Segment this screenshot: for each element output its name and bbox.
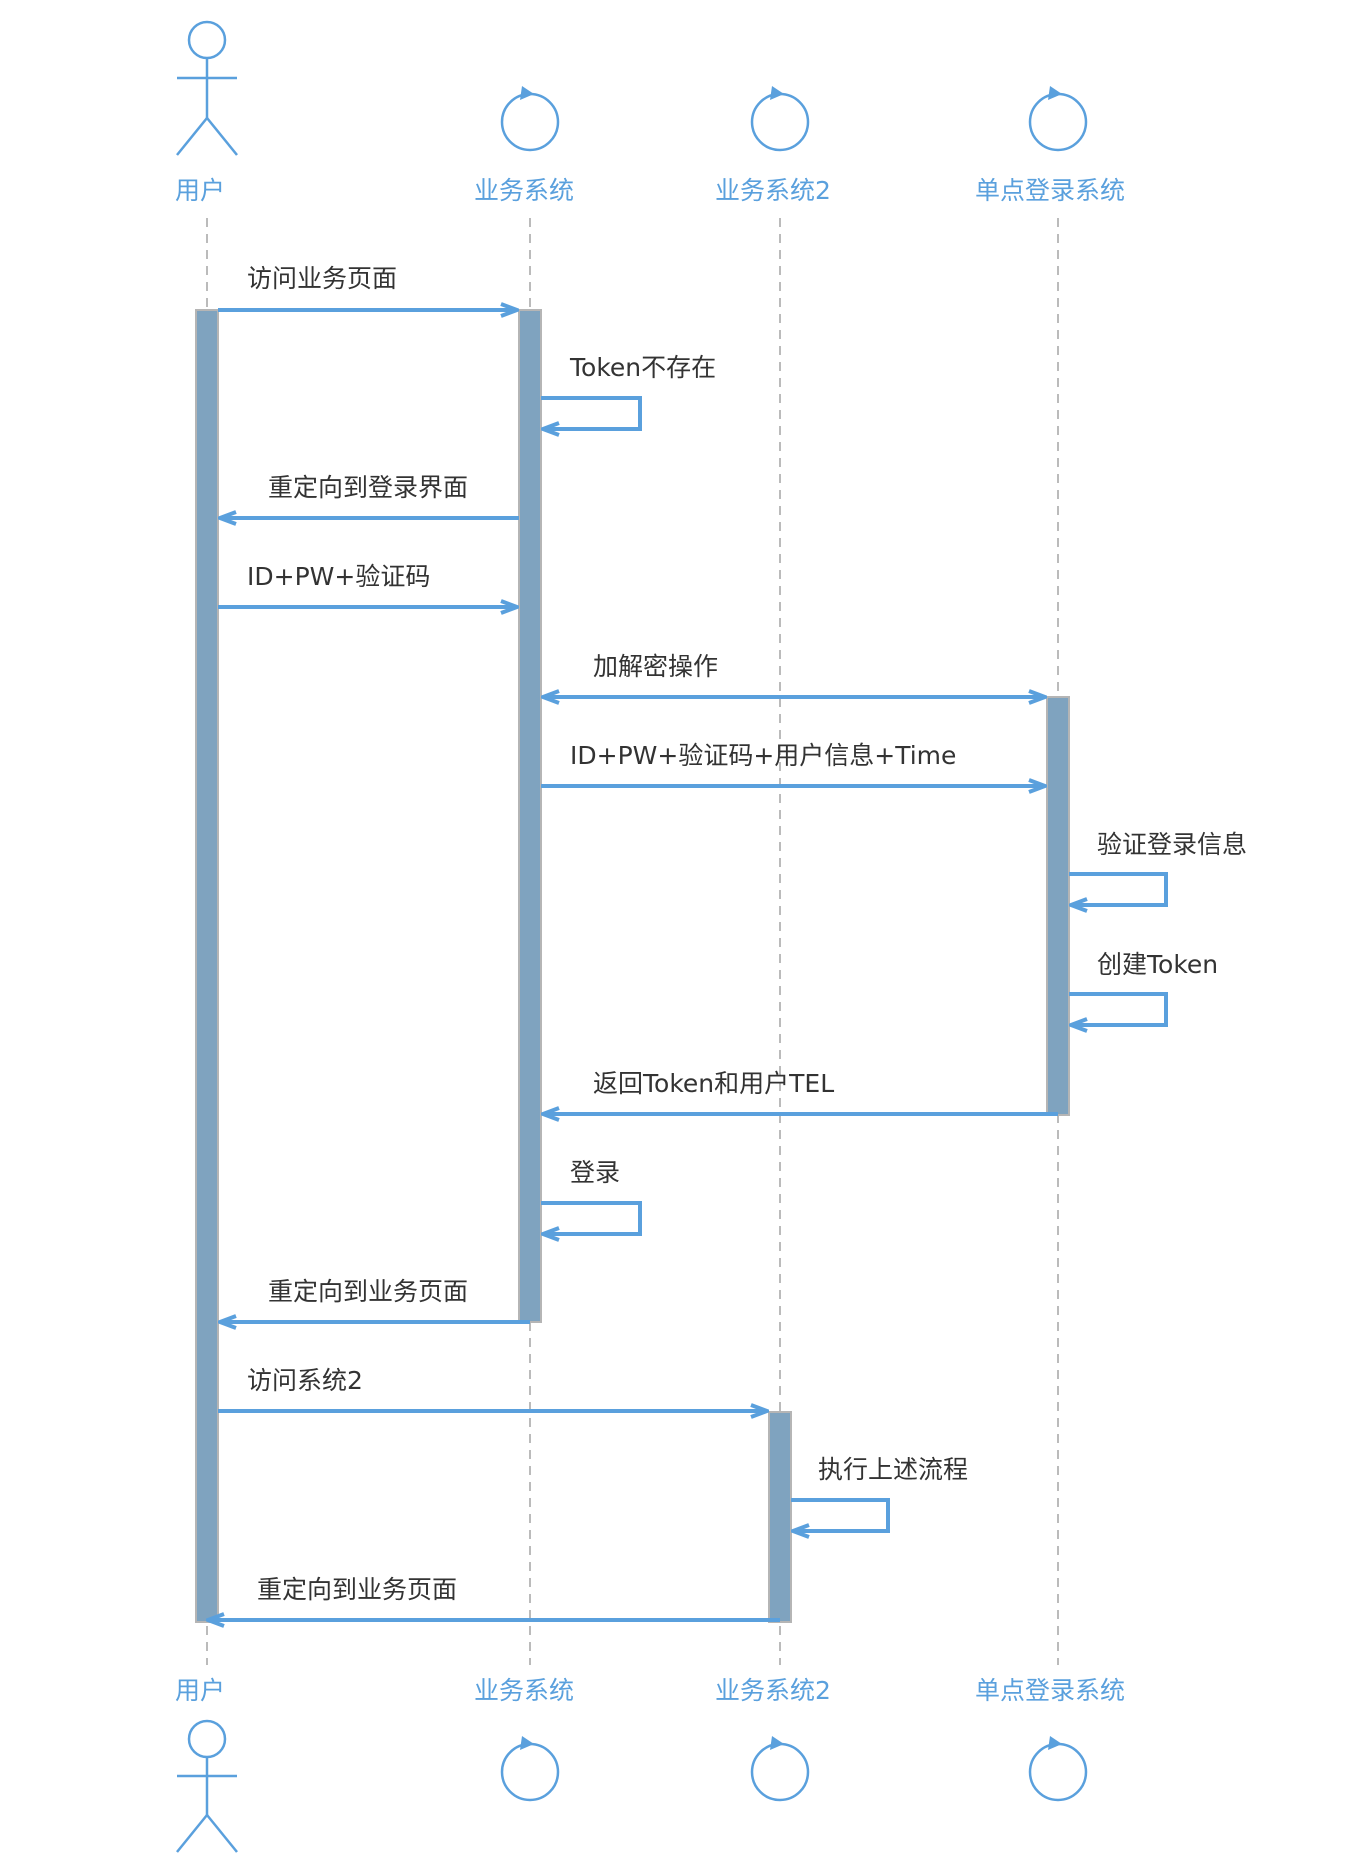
- message-label-0: 访问业务页面: [247, 264, 397, 293]
- control-icon-biz2-top: [750, 86, 810, 152]
- message-label-12: 执行上述流程: [818, 1455, 968, 1484]
- participant-user-bottom: 用户: [175, 1676, 225, 1705]
- message-label-10: 重定向到业务页面: [268, 1277, 468, 1306]
- actor-icon-top: [176, 20, 238, 156]
- message-label-7: 创建Token: [1097, 950, 1218, 979]
- arrow-msg-12: [791, 1498, 890, 1531]
- participant-sso-top: 单点登录系统: [975, 176, 1125, 205]
- control-icon-biz2-bottom: [750, 1736, 810, 1802]
- participant-sso-bottom: 单点登录系统: [975, 1676, 1125, 1705]
- activation-biz2: [768, 1411, 792, 1623]
- control-icon-sso-bottom: [1028, 1736, 1088, 1802]
- activation-biz: [518, 309, 542, 1323]
- participant-user-top: 用户: [175, 176, 225, 205]
- message-label-5: ID+PW+验证码+用户信息+Time: [570, 741, 956, 770]
- activation-sso: [1046, 696, 1070, 1116]
- actor-icon-bottom: [176, 1719, 238, 1853]
- message-label-1: Token不存在: [569, 353, 716, 382]
- participant-biz2-bottom: 业务系统2: [715, 1676, 831, 1705]
- message-label-6: 验证登录信息: [1097, 830, 1247, 859]
- message-label-11: 访问系统2: [247, 1366, 363, 1395]
- message-label-8: 返回Token和用户TEL: [593, 1069, 834, 1098]
- arrow-msg-6: [1069, 872, 1168, 905]
- participant-biz-bottom: 业务系统: [474, 1676, 574, 1705]
- participant-biz2-top: 业务系统2: [715, 176, 831, 205]
- arrow-msg-9: [541, 1201, 642, 1234]
- message-label-2: 重定向到登录界面: [268, 473, 468, 502]
- control-icon-biz-bottom: [500, 1736, 560, 1802]
- message-label-13: 重定向到业务页面: [257, 1575, 457, 1604]
- participant-biz-top: 业务系统: [474, 176, 574, 205]
- control-icon-sso-top: [1028, 86, 1088, 152]
- message-label-4: 加解密操作: [593, 652, 718, 681]
- arrow-msg-7: [1069, 992, 1168, 1025]
- activation-user: [195, 309, 219, 1623]
- message-label-3: ID+PW+验证码: [247, 562, 430, 591]
- control-icon-biz-top: [500, 86, 560, 152]
- arrow-msg-1: [541, 396, 642, 429]
- message-label-9: 登录: [570, 1158, 620, 1187]
